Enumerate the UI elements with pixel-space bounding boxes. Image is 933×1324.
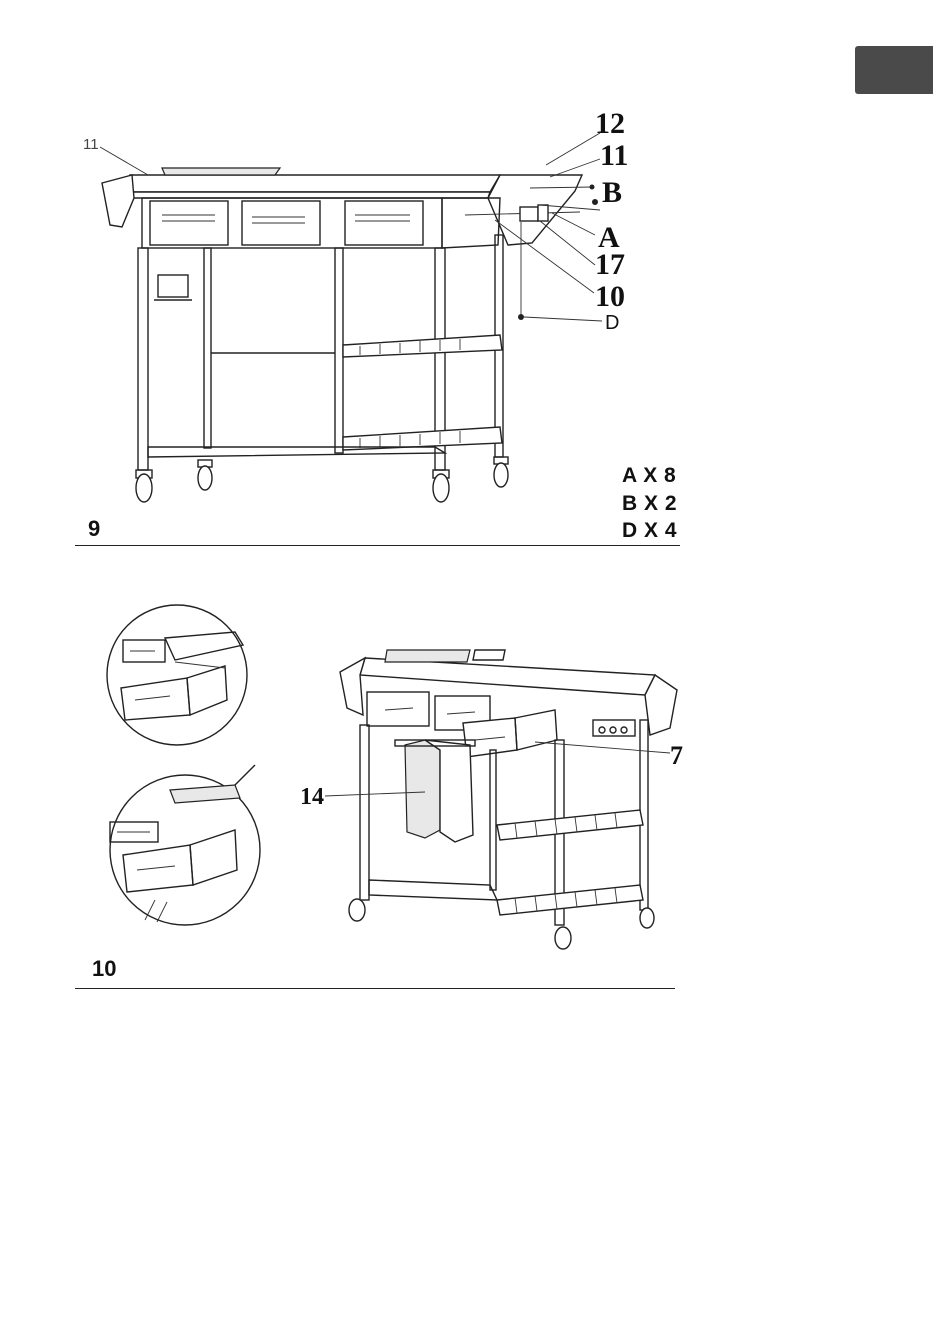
step-9-divider	[75, 545, 680, 546]
step-number-10: 10	[92, 956, 116, 982]
quantity-D: D X 4	[622, 519, 677, 543]
callout-D: D	[605, 313, 619, 333]
quantity-A: A X 8	[622, 464, 676, 488]
language-tab	[855, 46, 933, 94]
quantity-B: B X 2	[622, 492, 677, 516]
callout-12: 12	[595, 109, 625, 139]
callout-10: 10	[595, 282, 625, 312]
step-10-divider	[75, 988, 675, 989]
callout-14: 14	[300, 785, 324, 809]
callout-17: 17	[595, 250, 625, 280]
callout-B: B	[602, 178, 622, 208]
callout-7: 7	[670, 743, 683, 769]
step-number-9: 9	[88, 516, 100, 542]
step-9-illustration: 11 12 11 B A 17 10 D	[70, 95, 690, 525]
callout-11-right: 11	[600, 141, 628, 171]
cart-assembled-diagram	[95, 600, 695, 960]
callout-11-left: 11	[83, 137, 99, 152]
step-10-illustration: 14 7	[95, 600, 695, 960]
